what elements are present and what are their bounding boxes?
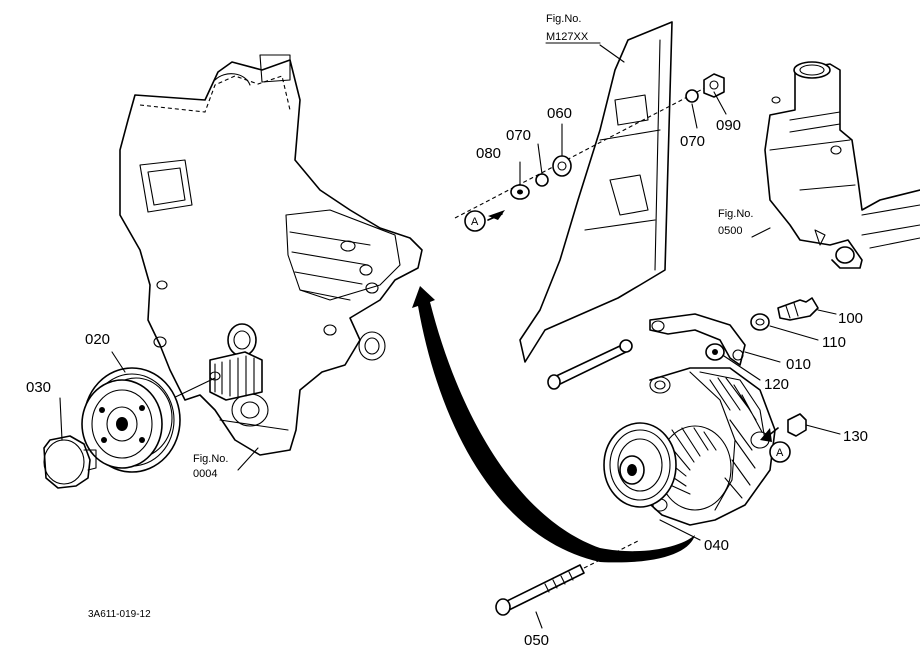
fig-0004-number: 0004: [193, 468, 217, 480]
label-030: 030: [26, 379, 51, 396]
ref-marker-a-left: [464, 210, 486, 232]
ref-marker-a-left-text: A: [471, 216, 479, 228]
label-080: 080: [476, 145, 501, 162]
label-020: 020: [85, 331, 110, 348]
drawing-code: 3A611-019-12: [88, 609, 151, 620]
figure-references: Fig.No. 0004 Fig.No. M127XX Fig.No. 0500: [193, 13, 753, 480]
bolt-axis-line: [454, 79, 721, 219]
ref-markers: A A: [464, 210, 791, 463]
fig-0500-number: 0500: [718, 225, 742, 237]
pulley-nut: [43, 435, 97, 489]
label-040: 040: [704, 537, 729, 554]
part-number-labels: 020 030 080 070 060 070 090 100 110 010 …: [26, 105, 868, 649]
label-090: 090: [716, 117, 741, 134]
fig-0500-caption: Fig.No.: [718, 208, 753, 220]
alternator: [603, 367, 776, 526]
belt-cover-plate: [519, 21, 673, 363]
label-130: 130: [843, 428, 868, 445]
gear-case-housing: [119, 54, 423, 456]
ref-arrows: [487, 210, 779, 442]
assembly-arrow: [412, 286, 695, 563]
label-050: 050: [524, 632, 549, 649]
label-100: 100: [838, 310, 863, 327]
ref-marker-a-right: [769, 441, 791, 463]
ref-marker-a-right-text: A: [776, 447, 784, 459]
label-110: 110: [822, 334, 846, 351]
label-060: 060: [547, 105, 572, 122]
cover-bolt: [547, 339, 633, 390]
fan-pulley: [81, 367, 181, 473]
fig-0004-caption: Fig.No.: [193, 453, 228, 465]
label-070-right: 070: [680, 133, 705, 150]
leader-lines: [59, 44, 841, 629]
washer-nut-stack: [510, 73, 725, 200]
label-120: 120: [764, 376, 789, 393]
water-pump-housing: [764, 61, 920, 269]
fig-m127xx-number: M127XX: [546, 31, 589, 43]
label-010: 010: [786, 356, 811, 373]
alternator-bracket: [649, 297, 819, 437]
fig-m127xx-caption: Fig.No.: [546, 13, 581, 25]
label-070-left: 070: [506, 127, 531, 144]
